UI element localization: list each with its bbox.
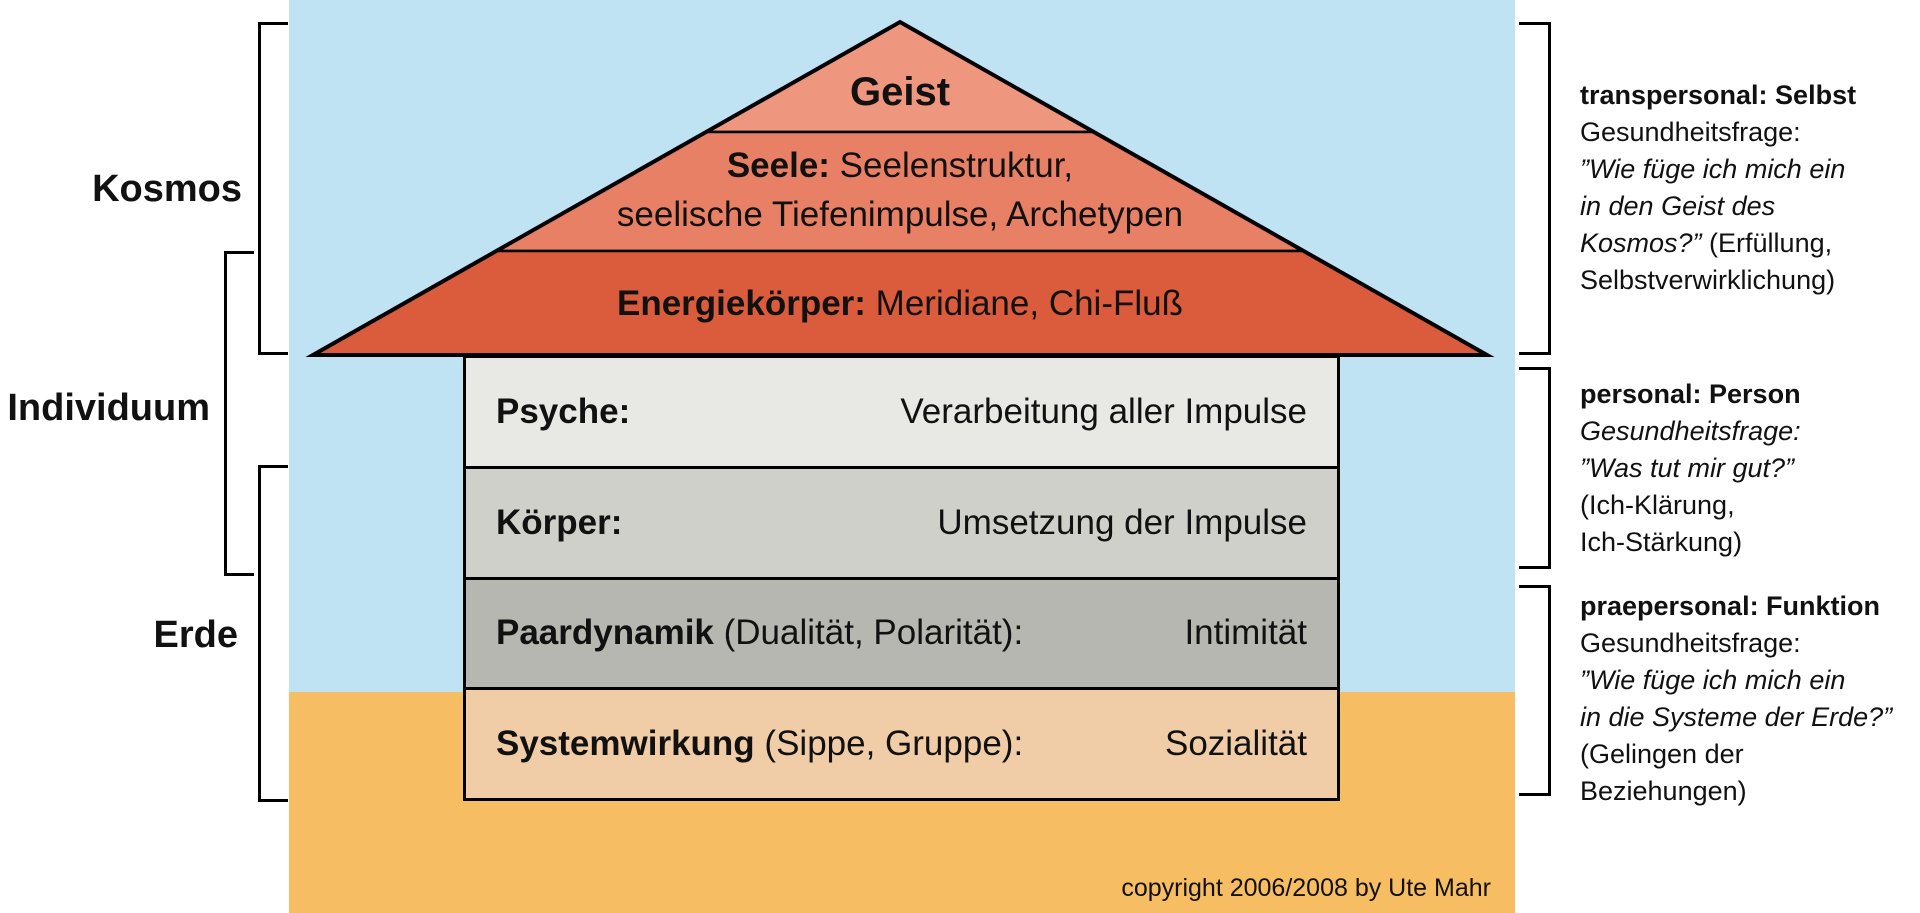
row-paardynamik: Paardynamik (Dualität, Polarität): Intim… xyxy=(466,579,1337,691)
row-paardynamik-label: Paardynamik (Dualität, Polarität): xyxy=(496,613,1024,653)
row-paardynamik-value: Intimität xyxy=(1184,613,1307,653)
row-systemwirkung-value: Sozialität xyxy=(1164,724,1307,764)
personal-line3: ”Was tut mir gut?” xyxy=(1580,453,1795,483)
row-koerper-label: Körper: xyxy=(496,502,623,542)
bracket-praepersonal xyxy=(1519,585,1551,796)
transpersonal-line6: Selbstverwirklichung) xyxy=(1580,265,1836,295)
label-kosmos: Kosmos xyxy=(92,168,242,210)
praepersonal-line2: Gesundheitsfrage: xyxy=(1580,628,1801,658)
personal-title: personal: Person xyxy=(1580,379,1801,409)
row-psyche-label: Psyche: xyxy=(496,391,631,431)
geist-text: Geist xyxy=(849,70,951,114)
transpersonal-title: transpersonal: Selbst xyxy=(1580,80,1857,110)
energiekoerper-rest: Meridiane, Chi-Fluß xyxy=(865,284,1183,323)
seele-rest: Seelenstruktur, xyxy=(829,146,1074,185)
praepersonal-line3: ”Wie füge ich mich ein xyxy=(1580,665,1846,695)
praepersonal-line5: (Gelingen der Beziehungen) xyxy=(1580,739,1747,806)
energiekoerper-term: Energiekörper: xyxy=(616,284,866,323)
label-erde: Erde xyxy=(153,614,238,656)
row-psyche: Psyche: Verarbeitung aller Impulse xyxy=(466,358,1337,469)
row-systemwirkung: Systemwirkung (Sippe, Gruppe): Sozialitä… xyxy=(466,690,1337,798)
transpersonal-line3: ”Wie füge ich mich ein xyxy=(1580,154,1846,184)
seele-term: Seele: xyxy=(726,146,830,185)
annotation-praepersonal: praepersonal: Funktion Gesundheitsfrage:… xyxy=(1580,588,1910,810)
row-psyche-value: Verarbeitung aller Impulse xyxy=(900,391,1307,431)
roof-label-geist: Geist xyxy=(700,70,1100,115)
copyright-notice: copyright 2006/2008 by Ute Mahr xyxy=(1121,874,1491,902)
annotation-transpersonal: transpersonal: Selbst Gesundheitsfrage: … xyxy=(1580,77,1910,299)
transpersonal-line2: Gesundheitsfrage: xyxy=(1580,117,1801,147)
bracket-transpersonal xyxy=(1519,22,1551,355)
seele-line-2: seelische Tiefenimpulse, Archetypen xyxy=(616,195,1184,234)
personal-line4: (Ich-Klärung, xyxy=(1580,490,1735,520)
roof-label-energiekoerper: Energiekörper: Meridiane, Chi-Fluß xyxy=(420,284,1380,324)
praepersonal-line4: in die Systeme der Erde?” xyxy=(1580,702,1893,732)
annotation-personal: personal: Person Gesundheitsfrage: ”Was … xyxy=(1580,376,1910,561)
row-koerper: Körper: Umsetzung der Impulse xyxy=(466,468,1337,580)
personal-line2: Gesundheitsfrage: xyxy=(1580,416,1801,446)
transpersonal-line5: Kosmos?” (Erfüllung, xyxy=(1580,228,1833,258)
bracket-kosmos xyxy=(258,22,288,355)
transpersonal-line4: in den Geist des xyxy=(1580,191,1776,221)
personal-line5: Ich-Stärkung) xyxy=(1580,527,1743,557)
row-systemwirkung-label: Systemwirkung (Sippe, Gruppe): xyxy=(496,724,1024,764)
seele-line-1: Seele: Seelenstruktur, xyxy=(520,141,1280,190)
house-body: Psyche: Verarbeitung aller Impulse Körpe… xyxy=(463,355,1340,801)
bracket-individuum xyxy=(224,251,254,576)
bracket-erde xyxy=(258,465,288,802)
label-individuum: Individuum xyxy=(7,387,210,429)
row-koerper-value: Umsetzung der Impulse xyxy=(937,502,1307,542)
bracket-personal xyxy=(1519,367,1551,569)
praepersonal-title: praepersonal: Funktion xyxy=(1580,591,1881,621)
roof-label-seele: Seele: Seelenstruktur, seelische Tiefeni… xyxy=(520,141,1280,239)
